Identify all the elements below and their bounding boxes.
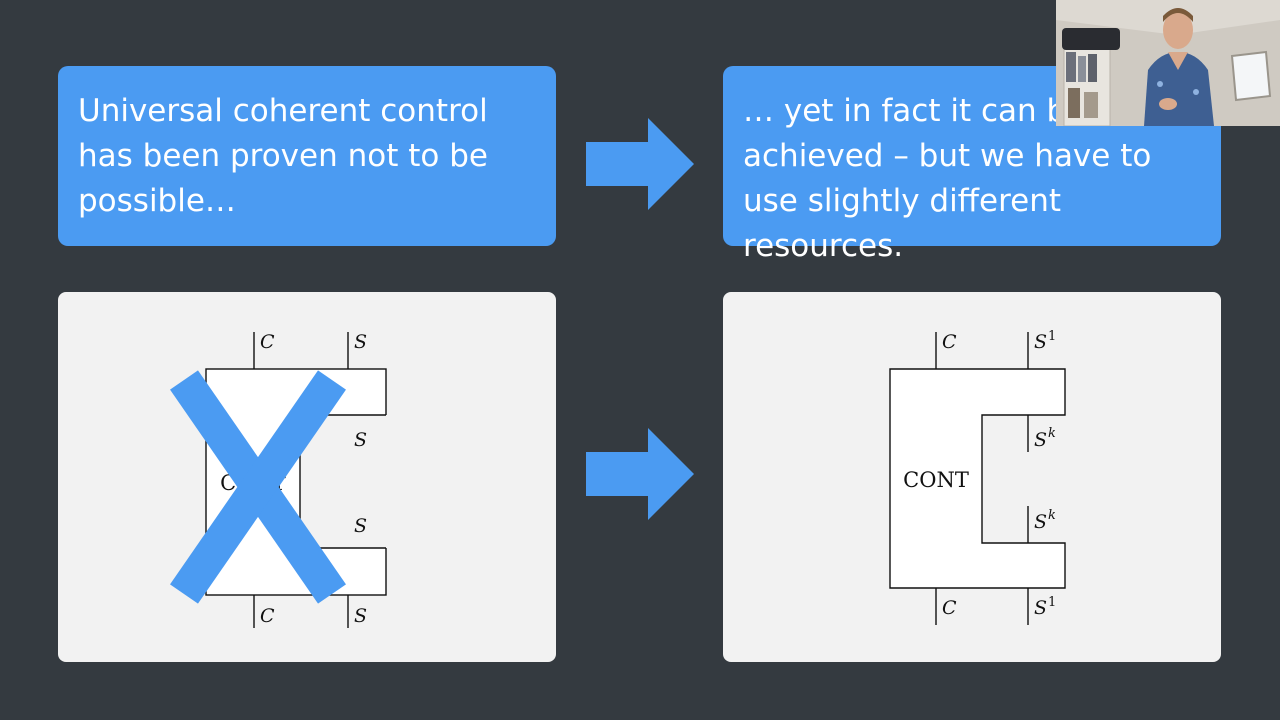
- label-c-bottom: C: [942, 597, 957, 619]
- label-s-mid-upper: S: [354, 429, 367, 451]
- right-arrow-icon-bottom: [586, 428, 694, 520]
- label-sk-lower: S: [1034, 511, 1047, 533]
- label-sk-upper-superscript: k: [1048, 426, 1056, 441]
- cont-diagram-working: C S 1 S k S k C S 1 CONT: [889, 329, 1066, 625]
- callout-achieved-text: … yet in fact it can be achieved – but w…: [743, 93, 1152, 264]
- label-sk-upper: S: [1034, 429, 1047, 451]
- presenter-webcam: [1056, 0, 1280, 126]
- label-s-mid-lower: S: [354, 515, 367, 537]
- label-s-bottom: S: [354, 605, 367, 627]
- panel-achieved-diagram: C S 1 S k S k C S 1 CONT: [723, 292, 1221, 662]
- label-s1-top: S: [1034, 331, 1047, 353]
- cross-out-icon: [170, 370, 346, 604]
- label-sk-lower-superscript: k: [1048, 508, 1056, 523]
- cont-diagram-crossed: C S S S C S CONT: [170, 331, 388, 628]
- right-arrow-icon: [586, 118, 694, 210]
- label-s1-bottom: S: [1034, 597, 1047, 619]
- label-c-top: C: [260, 331, 275, 353]
- callout-impossible-text: Universal coherent control has been prov…: [78, 93, 488, 219]
- cont-box-label: CONT: [903, 468, 969, 492]
- presenter-video-frame: [1056, 0, 1280, 126]
- label-s-top: S: [354, 331, 367, 353]
- label-s1-bottom-superscript: 1: [1048, 595, 1056, 610]
- label-c-bottom: C: [260, 605, 275, 627]
- callout-impossible: Universal coherent control has been prov…: [58, 66, 556, 246]
- panel-impossible-diagram: C S S S C S CONT: [58, 292, 556, 662]
- label-s1-top-superscript: 1: [1048, 329, 1056, 344]
- label-c-top: C: [942, 331, 957, 353]
